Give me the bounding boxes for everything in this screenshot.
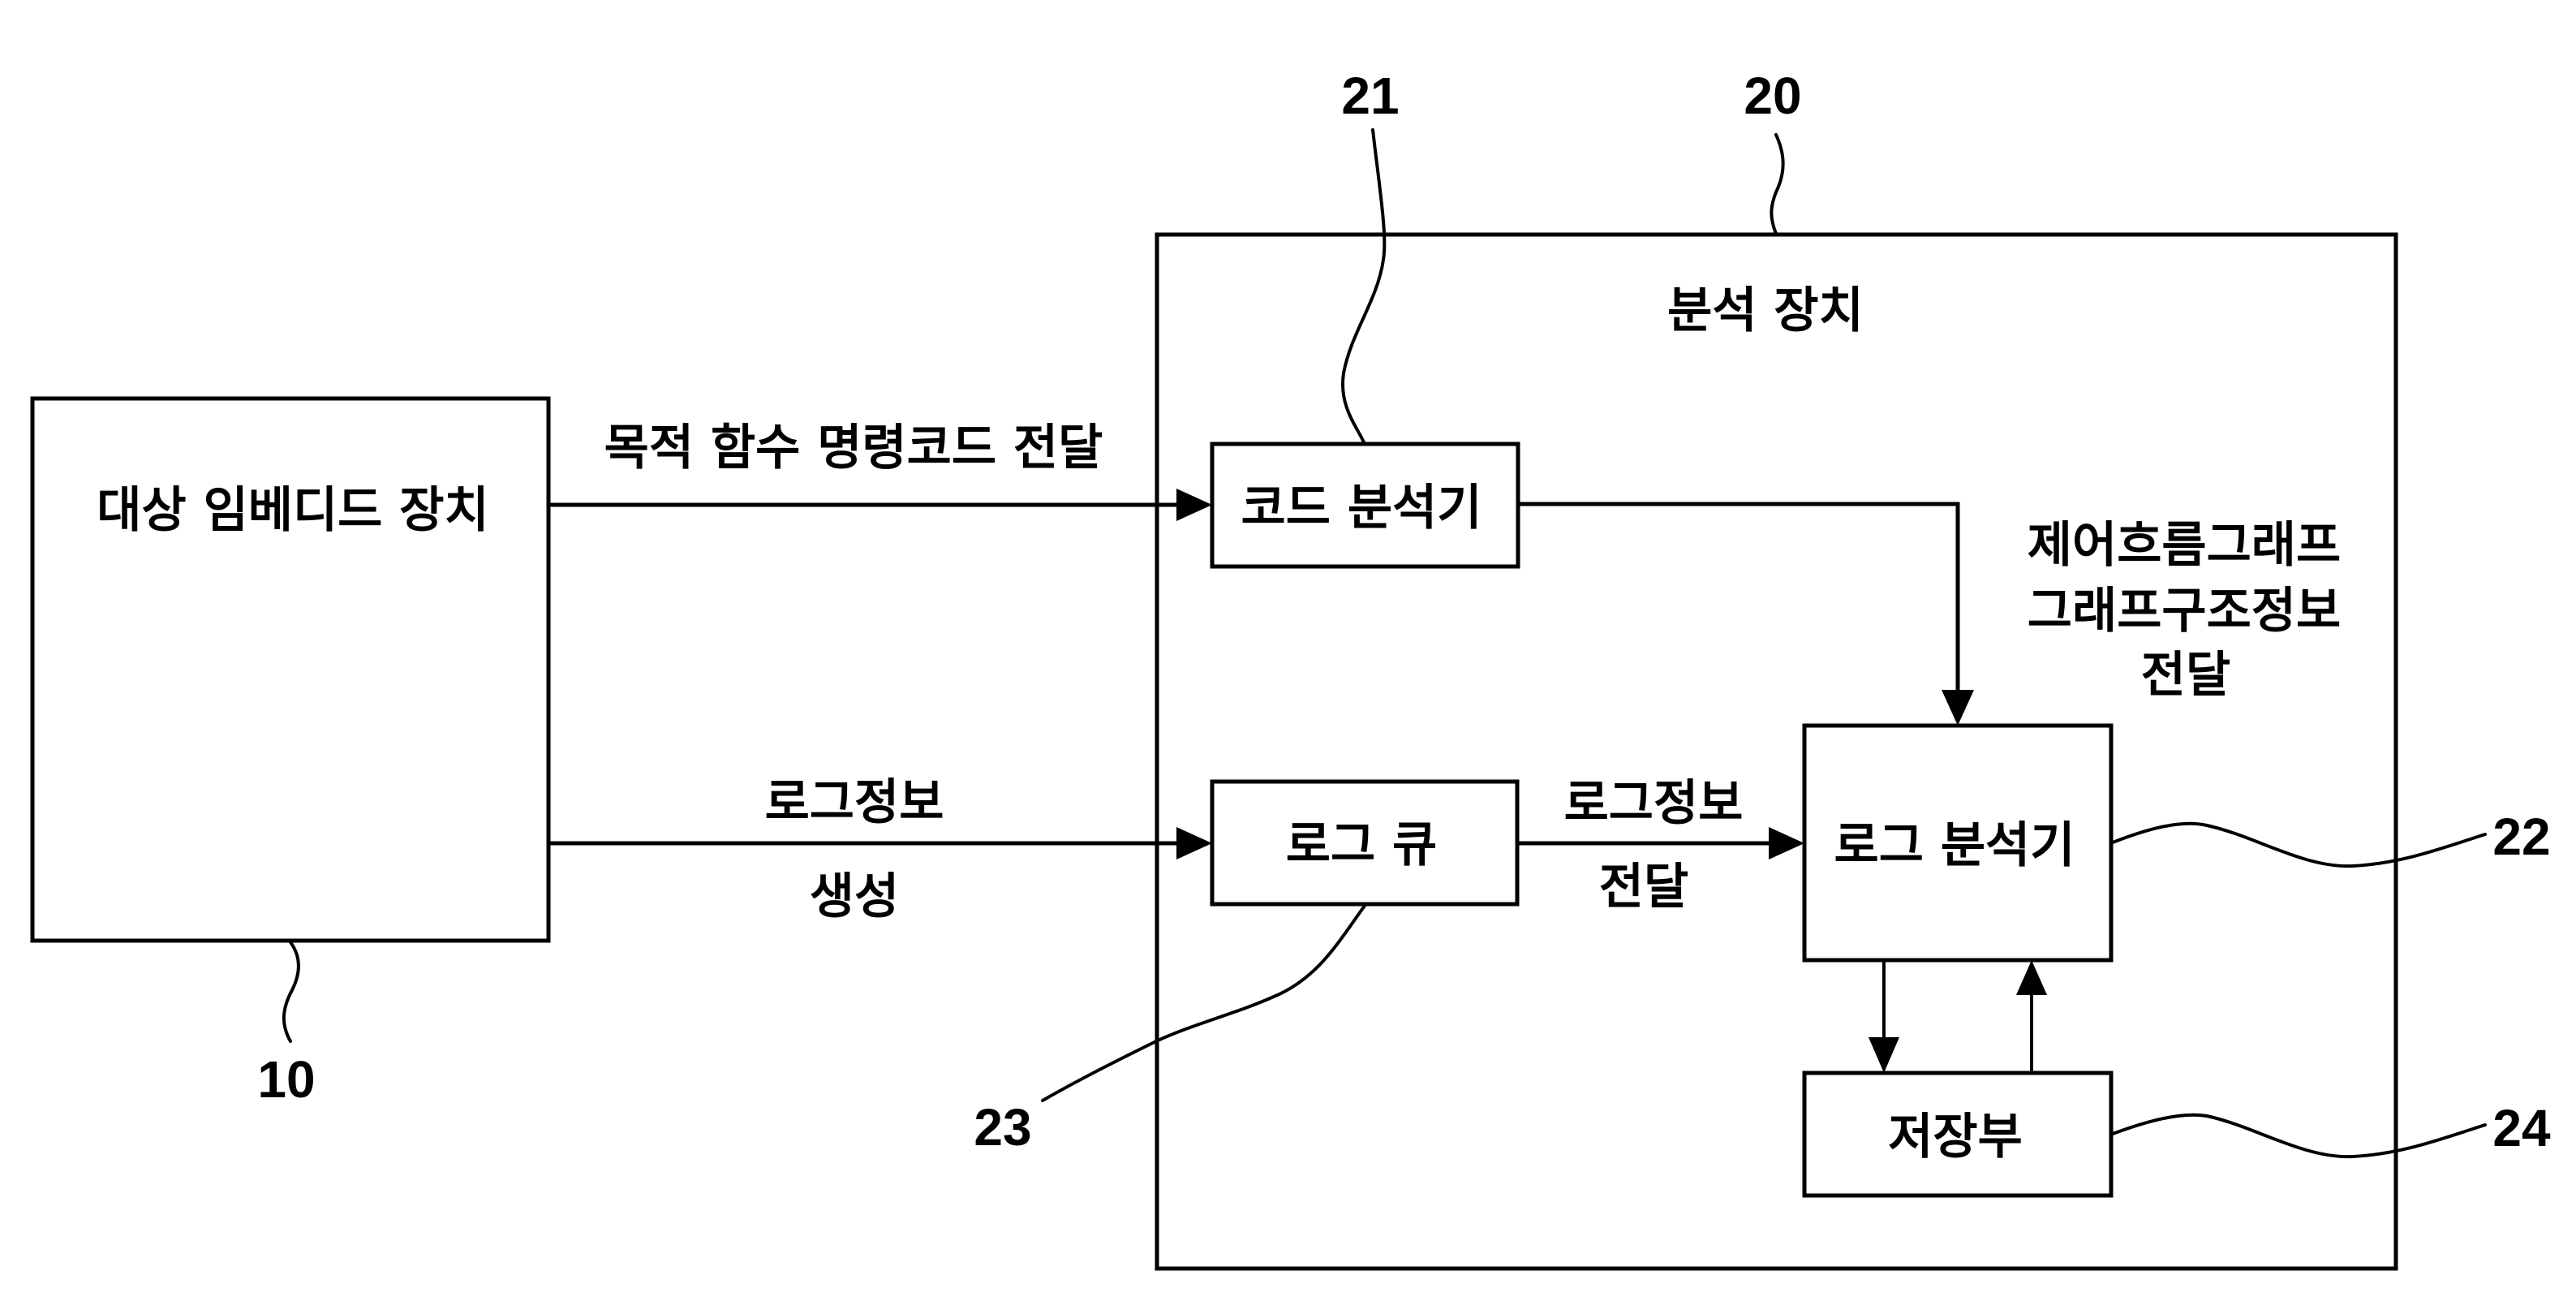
arrowhead-up-icon [2016, 960, 2047, 995]
log-queue-block: 로그 큐 [1210, 779, 1520, 907]
edge-label-graph-structure: 그래프구조정보 [2028, 583, 2341, 640]
edge-log-queue-to-log-analyzer: 로그정보 전달 [1516, 775, 1804, 915]
code-analyzer-frame [1210, 442, 1520, 569]
ref-24: 24 [2111, 1099, 2551, 1159]
edge-label-log-info: 로그정보 [765, 774, 944, 831]
edge-label-log-info: 로그정보 [1564, 775, 1744, 832]
log-queue-frame [1210, 779, 1520, 907]
ref-10: 10 [257, 941, 316, 1109]
target-device-label: 대상 임베디드 장치 [97, 482, 488, 539]
ref-numeral: 20 [1744, 67, 1801, 125]
edge-target-to-code-analyzer: 목적 함수 명령코드 전달 [548, 420, 1212, 521]
edge-log-analyzer-to-storage [1869, 962, 1899, 1073]
arrowhead-right-icon [1176, 827, 1212, 859]
arrowhead-down-icon [1942, 690, 1974, 726]
ref-22: 22 [2111, 808, 2551, 868]
arrowhead-right-icon [1176, 489, 1212, 521]
ref-numeral: 22 [2492, 808, 2550, 866]
analysis-device-label: 분석 장치 [1667, 282, 1864, 339]
leader-line [2111, 821, 2487, 868]
leader-line [1341, 128, 1387, 444]
target-device-block: 대상 임베디드 장치 [30, 396, 551, 943]
edge-label-transfer: 전달 [2141, 647, 2230, 704]
storage-frame [1802, 1071, 2114, 1198]
edge-label-transfer: 전달 [1599, 859, 1688, 915]
arrowhead-down-icon [1869, 1037, 1899, 1073]
analysis-device-block: 분석 장치 [1155, 232, 2398, 1271]
ref-23: 23 [974, 904, 1366, 1157]
leader-line [1041, 904, 1366, 1102]
log-analyzer-block: 로그 분석기 [1802, 723, 2114, 963]
edge-target-to-log-queue: 로그정보 생성 [548, 774, 1212, 925]
storage-block: 저장부 [1802, 1071, 2114, 1198]
edge-label-generate: 생성 [810, 868, 899, 925]
edge-label-cfg: 제어흐름그래프 [2028, 517, 2341, 574]
ref-numeral: 23 [974, 1098, 1031, 1157]
edge-storage-to-log-analyzer [2016, 960, 2047, 1071]
log-queue-label: 로그 큐 [1286, 816, 1438, 873]
ref-21: 21 [1341, 67, 1400, 444]
ref-numeral: 21 [1341, 67, 1399, 125]
ref-20: 20 [1744, 67, 1802, 235]
ref-numeral: 24 [2492, 1099, 2551, 1157]
ref-numeral: 10 [257, 1050, 315, 1109]
leader-line [2111, 1113, 2487, 1159]
edge-line [1517, 502, 1960, 694]
leader-line [1770, 133, 1785, 235]
analysis-device-frame [1155, 232, 2398, 1271]
code-analyzer-label: 코드 분석기 [1241, 480, 1482, 536]
log-analyzer-frame [1802, 723, 2114, 963]
edge-code-analyzer-to-log-analyzer: 제어흐름그래프 그래프구조정보 전달 [1517, 502, 2341, 726]
leader-line [282, 941, 300, 1043]
log-analyzer-label: 로그 분석기 [1834, 817, 2075, 874]
arrowhead-right-icon [1769, 827, 1804, 859]
target-device-frame [30, 396, 551, 943]
storage-label: 저장부 [1888, 1109, 2023, 1165]
edge-label-opcode-transfer: 목적 함수 명령코드 전달 [604, 420, 1103, 476]
code-analyzer-block: 코드 분석기 [1210, 442, 1520, 569]
